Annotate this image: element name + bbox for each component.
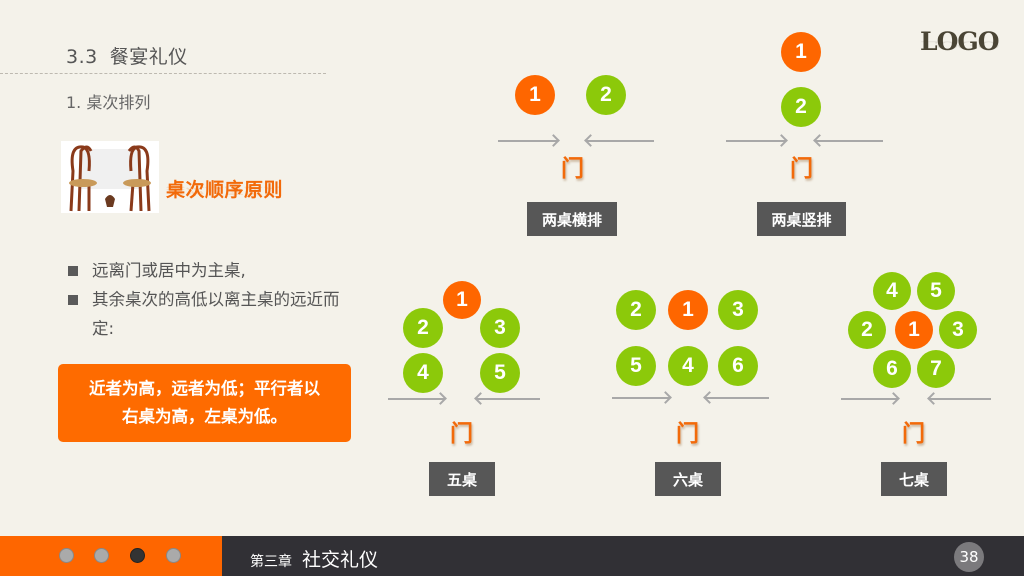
principle-title-reflection: 桌次顺序原则 <box>166 185 284 196</box>
door-label: 门 <box>450 421 473 447</box>
table: 4 <box>873 272 911 310</box>
table: 3 <box>480 308 520 348</box>
table-main: 1 <box>443 281 481 319</box>
arrow-right-icon <box>612 397 670 399</box>
page-number-badge: 38 <box>954 542 984 572</box>
arrow-right-icon <box>726 140 786 142</box>
bullet-item: 其余桌次的高低以离主桌的远近而定: <box>66 285 356 343</box>
nav-dot-3-active[interactable] <box>130 548 145 563</box>
diagram-label: 七桌 <box>881 462 947 496</box>
arrow-left-icon <box>705 397 769 399</box>
arrow-right-icon <box>388 398 445 400</box>
chapter-number: 第三章 <box>250 554 292 570</box>
principle-title: 桌次顺序原则 <box>166 179 284 201</box>
arrow-right-icon <box>841 398 898 400</box>
door-label: 门 <box>790 156 813 182</box>
arrow-right-icon <box>498 140 558 142</box>
table: 6 <box>873 350 911 388</box>
diagram-label: 六桌 <box>655 462 721 496</box>
bullet-square-icon <box>68 295 78 305</box>
chapter-title: 第三章 社交礼仪 <box>250 545 378 572</box>
arrow-left-icon <box>476 398 540 400</box>
table: 3 <box>718 290 758 330</box>
table: 3 <box>939 311 977 349</box>
diagram-label: 五桌 <box>429 462 495 496</box>
table: 2 <box>781 87 821 127</box>
table-main: 1 <box>515 75 555 115</box>
rule-box: 近者为高，远者为低；平行者以 右桌为高，左桌为低。 <box>58 364 351 442</box>
table: 5 <box>616 346 656 386</box>
chapter-name: 社交礼仪 <box>302 549 379 571</box>
nav-dot-2[interactable] <box>94 548 109 563</box>
section-title: 3.3 餐宴礼仪 <box>66 42 188 69</box>
section-number: 3.3 <box>66 46 98 68</box>
diagram-label: 两桌横排 <box>527 202 617 236</box>
table: 4 <box>403 353 443 393</box>
table: 2 <box>586 75 626 115</box>
table: 7 <box>917 350 955 388</box>
door-label: 门 <box>676 421 699 447</box>
table-main: 1 <box>668 290 708 330</box>
arrow-left-icon <box>586 140 654 142</box>
arrow-left-icon <box>815 140 883 142</box>
door-label: 门 <box>561 156 584 182</box>
nav-dot-1[interactable] <box>59 548 74 563</box>
bullet-list: 远离门或居中为主桌, 其余桌次的高低以离主桌的远近而定: <box>66 256 356 343</box>
subtitle: 1. 桌次排列 <box>66 93 151 112</box>
chairs-image <box>61 141 159 213</box>
table: 5 <box>480 353 520 393</box>
table: 2 <box>848 311 886 349</box>
table-main: 1 <box>781 32 821 72</box>
nav-dot-4[interactable] <box>166 548 181 563</box>
footer-nav-panel <box>0 536 222 576</box>
table: 2 <box>403 308 443 348</box>
table-main: 1 <box>895 311 933 349</box>
logo-reflection: LOGO <box>920 38 999 52</box>
bullet-square-icon <box>68 266 78 276</box>
divider <box>0 73 326 74</box>
door-label: 门 <box>902 421 925 447</box>
bullet-item: 远离门或居中为主桌, <box>66 256 356 285</box>
table: 2 <box>616 290 656 330</box>
table: 6 <box>718 346 758 386</box>
logo: LOGO <box>920 27 999 56</box>
arrow-left-icon <box>929 398 991 400</box>
section-title-text: 餐宴礼仪 <box>109 46 188 68</box>
table: 5 <box>917 272 955 310</box>
diagram-label: 两桌竖排 <box>757 202 846 236</box>
table: 4 <box>668 346 708 386</box>
